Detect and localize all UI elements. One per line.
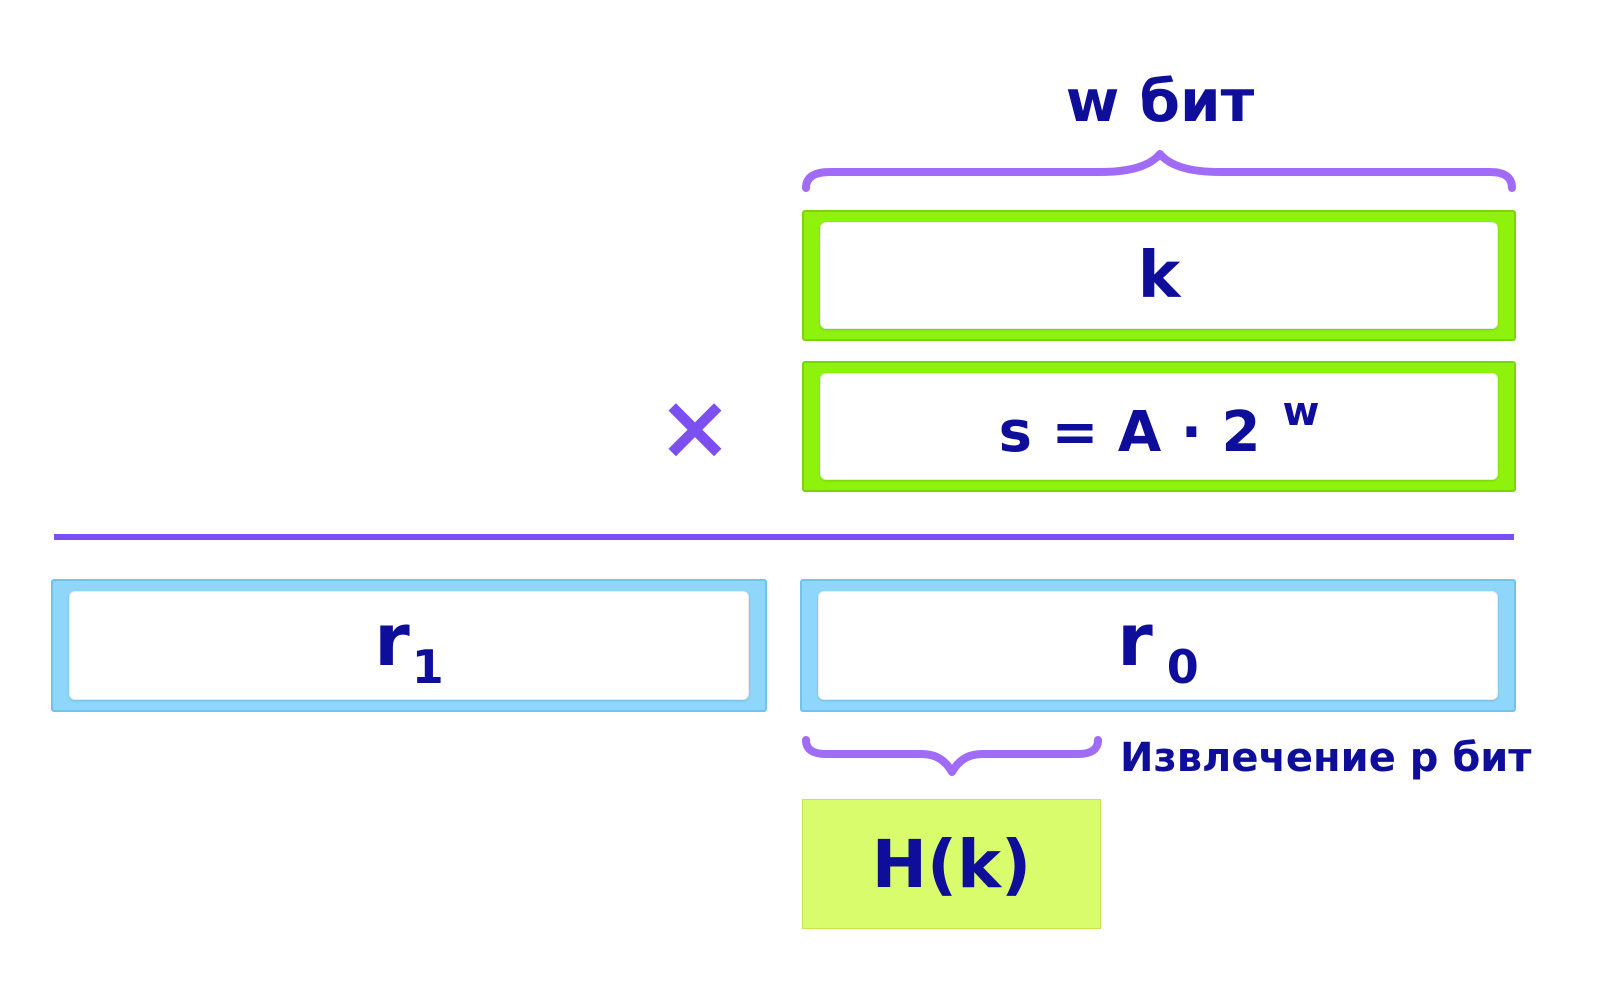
s-formula: s = A · 2 w xyxy=(999,389,1320,465)
w-bits-label: w бит xyxy=(1065,67,1255,135)
r0-label-base: r xyxy=(1117,597,1153,682)
extract-bits-label: Извлечение p бит xyxy=(1120,735,1532,781)
r1-inner-cell: r1 xyxy=(69,591,749,700)
k-inner-cell: k xyxy=(820,222,1498,329)
s-box: s = A · 2 w xyxy=(802,361,1516,492)
hash-label: H(k) xyxy=(871,825,1032,903)
multiply-icon: × xyxy=(657,375,733,480)
r1-label-subscript: 1 xyxy=(411,639,444,694)
result-divider xyxy=(54,534,1514,540)
s-inner-cell: s = A · 2 w xyxy=(820,373,1498,480)
r1-label: r1 xyxy=(374,598,444,694)
s-formula-exponent: w xyxy=(1282,388,1320,435)
extract-curly-brace xyxy=(802,736,1102,776)
top-curly-brace xyxy=(802,150,1516,192)
k-box: k xyxy=(802,210,1516,341)
s-formula-base: s = A · 2 xyxy=(998,399,1261,465)
r1-label-base: r xyxy=(374,597,410,682)
r0-label-subscript: 0 xyxy=(1166,639,1199,694)
k-label: k xyxy=(1137,238,1181,313)
r1-box: r1 xyxy=(51,579,767,712)
hash-result-box: H(k) xyxy=(802,799,1101,929)
